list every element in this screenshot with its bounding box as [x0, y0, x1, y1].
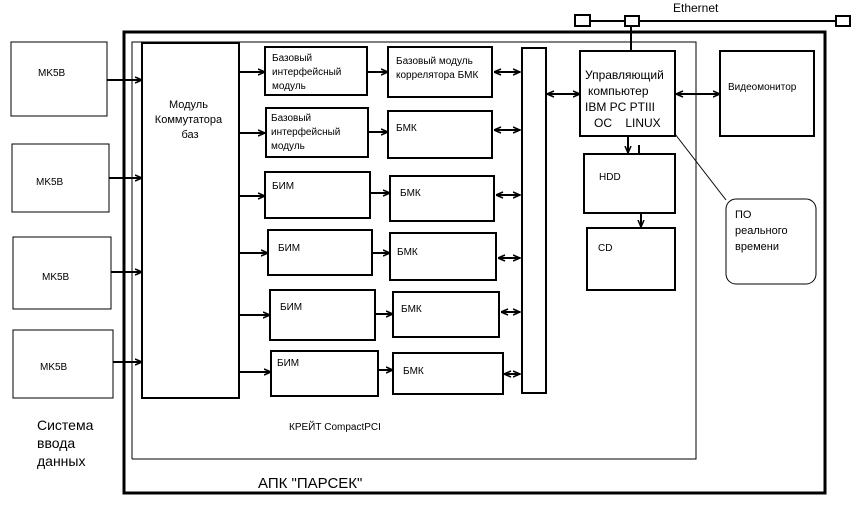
- callout-label: ПО реального времени: [735, 209, 791, 253]
- recorder-box: [10, 41, 108, 117]
- interface-modules: Базовый интерфейсный модуль Базовый инте…: [264, 46, 379, 397]
- cd-drive: [586, 227, 676, 291]
- correlator-module-label: БМК: [396, 123, 417, 134]
- interface-module-label: Базовый интерфейсный модуль: [272, 53, 344, 92]
- compactpci-crate-frame: [131, 41, 697, 460]
- correlator-module-label: БМК: [400, 188, 421, 199]
- correlator-module: [392, 291, 500, 338]
- video-monitor-label: Видеомонитор: [728, 82, 797, 93]
- hdd-label: HDD: [599, 172, 621, 183]
- ethernet-node-computer: [624, 15, 640, 27]
- recorder-label: MK5B: [36, 177, 64, 188]
- cd-label: CD: [598, 243, 612, 254]
- interface-module-label: Базовый интерфейсный модуль: [271, 113, 343, 152]
- data-input-system: MK5B MK5B MK5B MK5B Система ввода данных: [10, 41, 142, 469]
- recorder-box: [11, 143, 110, 213]
- correlator-module-label: БМК: [397, 247, 418, 258]
- video-monitor: [719, 50, 815, 137]
- interface-module-label: БИМ: [272, 181, 294, 192]
- control-computer: [579, 50, 676, 137]
- ethernet-label: Ethernet: [673, 1, 719, 15]
- recorder-label: MK5B: [38, 68, 66, 79]
- base-switch-module: [141, 42, 240, 399]
- correlator-module-label: БМК: [403, 366, 424, 377]
- interface-module: [265, 107, 369, 158]
- compactpci-crate-label: КРЕЙТ CompactPCI: [289, 420, 381, 433]
- correlator-module-label: БМК: [401, 304, 422, 315]
- interface-module: [264, 46, 368, 96]
- recorder-label: MK5B: [42, 272, 70, 283]
- base-switch-module-label: Модуль Коммутатора баз: [155, 99, 225, 141]
- correlator-module-label: Базовый модуль коррелятора БМК: [396, 56, 478, 81]
- correlator-modules: Базовый модуль коррелятора БМК БМК БМК Б…: [387, 46, 504, 395]
- ethernet-node-right: [835, 15, 851, 27]
- correlator-module: [387, 110, 493, 159]
- callout-pointer: [674, 133, 727, 201]
- input-system-label: Система ввода данных: [37, 417, 97, 469]
- recorder-box: [12, 236, 112, 310]
- interface-module: [269, 289, 376, 341]
- ethernet-network: Ethernet: [574, 1, 851, 51]
- interface-module: [264, 171, 371, 219]
- correlator-module: [392, 352, 504, 395]
- control-computer-label: Управляющий компьютер IBM PC PTIII ОС LI…: [585, 68, 667, 130]
- compactpci-bus: [521, 47, 547, 394]
- correlator-module: [389, 175, 495, 222]
- correlator-module: [389, 232, 497, 281]
- ethernet-node-left: [574, 14, 591, 27]
- parsek-system-title: АПК "ПАРСЕК": [258, 475, 362, 492]
- parsek-system-frame: [122, 30, 827, 495]
- interface-module: [270, 350, 379, 397]
- correlator-module: [387, 46, 493, 98]
- realtime-software-callout: [725, 198, 817, 285]
- interface-module: [267, 229, 373, 276]
- hdd-drive: [583, 153, 676, 214]
- interface-module-label: БИМ: [277, 358, 299, 369]
- recorder-box: [12, 329, 114, 399]
- interface-module-label: БИМ: [280, 302, 302, 313]
- interface-module-label: БИМ: [278, 243, 300, 254]
- recorder-label: MK5B: [40, 362, 68, 373]
